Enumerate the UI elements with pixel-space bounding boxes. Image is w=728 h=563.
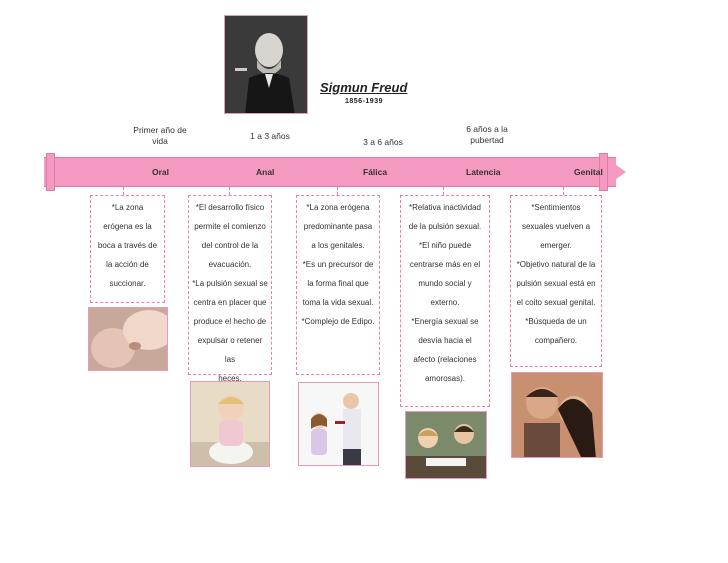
text-line: *Sentimientos	[531, 203, 581, 212]
text-line: compañero.	[534, 336, 578, 345]
text-line: boca a través de	[97, 241, 158, 250]
text-line: predominante pasa	[303, 222, 373, 231]
text-line: heces.	[218, 374, 242, 383]
oral-stage-photo	[88, 307, 168, 371]
text-line: sexuales vuelven a	[521, 222, 591, 231]
stage-latencia: Latencia	[466, 167, 501, 177]
stage-falica: Fálica	[363, 167, 388, 177]
text-line: succionar.	[109, 279, 146, 288]
timeline-start-cap	[46, 153, 55, 191]
text-line: produce el hecho de	[193, 317, 267, 326]
genital-stage-photo	[511, 372, 603, 458]
text-line: *La pulsión sexual se	[192, 279, 268, 288]
connector-line	[563, 187, 564, 195]
anal-stage-photo	[190, 381, 270, 467]
text-line: *El niño puede	[418, 241, 472, 250]
text-line: expulsar o retener las	[197, 336, 263, 364]
text-line: afecto (relaciones	[413, 355, 477, 364]
falica-description-box: *La zona erógena predominante pasa a los…	[296, 195, 380, 375]
latencia-description-box: *Relativa inactividad de la pulsión sexu…	[400, 195, 490, 407]
text-line: amorosas).	[424, 374, 465, 383]
stage-oral: Oral	[152, 167, 170, 177]
falica-stage-photo	[298, 382, 379, 466]
oral-description-box: *La zona erógena es la boca a través de …	[90, 195, 165, 303]
stage-anal: Anal	[256, 167, 275, 177]
connector-line	[229, 187, 230, 195]
timeline-arrowhead	[612, 162, 626, 182]
text-line: *La zona	[111, 203, 144, 212]
age-label-first: Primer año de vida	[133, 125, 187, 146]
text-line: centra en placer que	[193, 298, 267, 307]
text-line: pulsión sexual está en	[516, 279, 596, 288]
age-label-fourth: 6 años a la pubertad	[466, 124, 508, 145]
text-line: *Objetivo natural de la	[516, 260, 596, 269]
connector-line	[123, 187, 124, 195]
text-line: la acción de	[106, 260, 149, 269]
text-line: permite el comienzo	[194, 222, 266, 231]
text-line: *Complejo de Edipo.	[301, 317, 375, 326]
age-label-third: 3 a 6 años	[363, 137, 403, 147]
text-line: evacuación.	[208, 260, 252, 269]
timeline-bar	[44, 157, 616, 187]
text-line: *Relativa inactividad	[408, 203, 482, 212]
text-line: desvía hacia el	[418, 336, 472, 345]
connector-line	[337, 187, 338, 195]
anal-description-box: *El desarrollo físico permite el comienz…	[188, 195, 272, 383]
text-line: toma la vida sexual.	[302, 298, 374, 307]
age-label-second: 1 a 3 años	[250, 131, 290, 141]
text-line: a los genitales.	[311, 241, 365, 250]
latencia-stage-photo	[405, 411, 487, 479]
text-line: *El desarrollo físico	[195, 203, 265, 212]
text-line: centrarse más en el	[409, 260, 481, 269]
text-line: *Búsqueda de un	[525, 317, 587, 326]
text-line: *Es un precursor de	[302, 260, 374, 269]
stage-genital: Genital	[574, 167, 603, 177]
timeline-end-cap	[599, 153, 608, 191]
text-line: el coito sexual genital.	[516, 298, 596, 307]
freud-portrait-image	[224, 15, 308, 114]
text-line: erógena es la	[103, 222, 152, 231]
text-line: externo.	[430, 298, 460, 307]
text-line: *La zona erógena	[306, 203, 370, 212]
text-line: mundo social y	[418, 279, 472, 288]
genital-description-box: *Sentimientos sexuales vuelven a emerger…	[510, 195, 602, 367]
connector-line	[443, 187, 444, 195]
page-title: Sigmun Freud	[320, 80, 408, 95]
text-line: de la pulsión sexual.	[408, 222, 482, 231]
text-line: *Energía sexual se	[411, 317, 479, 326]
text-line: emerger.	[540, 241, 572, 250]
text-line: del control de la	[201, 241, 259, 250]
text-line: la forma final que	[307, 279, 369, 288]
life-years: 1856-1939	[345, 98, 383, 105]
